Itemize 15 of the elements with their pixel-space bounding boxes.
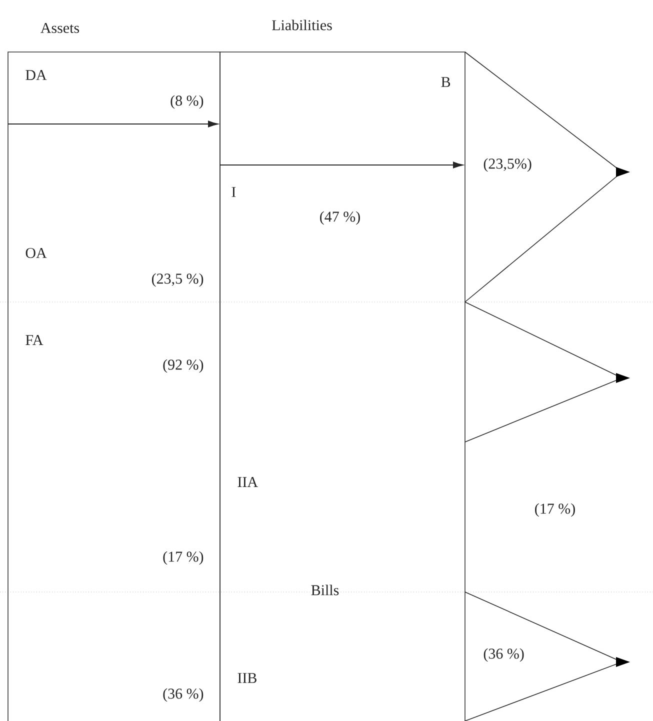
- balance-box: (36 %): [8, 592, 220, 721]
- percentage-label: (17 %): [535, 503, 575, 517]
- node-label: (23,5%): [484, 158, 532, 172]
- chevron-arrow: [464, 302, 630, 442]
- node-label: (36 %): [484, 648, 524, 662]
- column-heading: Assets: [40, 22, 80, 34]
- balance-box: B: [220, 52, 466, 166]
- balance-box: FA (92 %) (17 %): [8, 302, 220, 592]
- balance-box: OA (23,5 %): [8, 124, 220, 302]
- arrow: [8, 120, 218, 128]
- balance-box: I (47 %): [220, 164, 466, 302]
- arrow: [220, 162, 464, 168]
- balance-box: DA (8 %): [8, 52, 220, 124]
- divider-label: Bills: [310, 584, 340, 596]
- column-heading: Liabilities: [272, 20, 332, 30]
